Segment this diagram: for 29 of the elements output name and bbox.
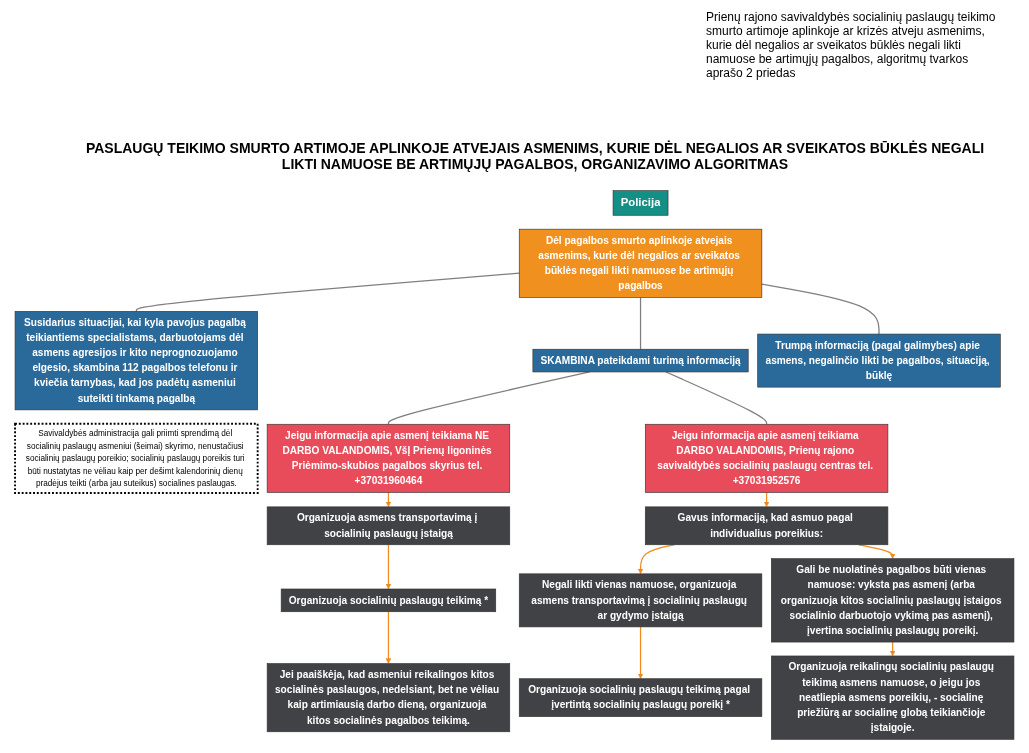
node-box: Dėl pagalbos smurto aplinkoje atvejais asmenims, kurie dėl negalios ar sveikatos būklės negali likti namuose be artimųjų pagalbos	[518, 228, 763, 298]
node-box: Organizuoja asmens transportavimą į socialinių paslaugų įstaigą	[266, 506, 511, 546]
arrow	[637, 626, 644, 679]
connector	[665, 371, 768, 425]
arrow	[637, 544, 675, 575]
node-box: Policija	[612, 190, 669, 216]
node-box: Jeigu informacija apie asmenį teikiama DARBO VALANDOMIS, Prienų rajono savivaldybės socialinių paslaugų centras tel. +37031952576	[644, 423, 889, 493]
arrow	[385, 611, 392, 664]
connector	[761, 283, 880, 335]
node-box: Susidarius situacijai, kai kyla pavojus pagalbą teikiantiems specialistams, darbuotojams dėl asmens agresijos ir kito neprognozuojamo elgesio, skambina 112 pagalbos telefonu ir kviečia tarnybas, kad jos padėtų asmeniui suteikti tinkamą pagalbą	[14, 311, 258, 411]
connector	[135, 272, 520, 312]
arrow	[385, 491, 392, 508]
node-box: Organizuoja socialinių paslaugų teikimą *	[280, 588, 497, 613]
arrow	[763, 491, 770, 508]
node-box: Gali be nuolatinės pagalbos būti vienas namuose: vyksta pas asmenį (arba organizuoja kitos socialinių paslaugų įstaigos socialinio darbuotojo vykimą pas asmenį), įvertina socialinių paslaugų poreikį.	[771, 558, 1015, 643]
node-box: SKAMBINA pateikdami turimą informaciją	[532, 348, 749, 373]
node-box: Organizuoja socialinių paslaugų teikimą pagal įvertintą socialinių paslaugų poreikį *	[518, 678, 763, 717]
node-box: Negali likti vienas namuose, organizuoja asmens transportavimą į socialinių paslaugų ar gydymo įstaigą	[518, 573, 763, 628]
arrow	[385, 544, 392, 590]
node-box: Organizuoja reikalingų socialinių paslaugų teikimą asmens namuose, o jeigu jos neatliepia asmens poreikių, - socialinę priežiūrą ar socialinę globą teikiančioje įstaigoje.	[771, 655, 1015, 740]
annex-note: Prienų rajono savivaldybės socialinių paslaugų teikimo smurto artimoje aplinkoje ar krizės atveju asmenims, kurie dėl negalios ar sveikatos būklės negali likti namuose be artimųjų pagalbos, algoritmų tvarkos aprašo 2 priedas	[706, 10, 997, 80]
arrow	[889, 641, 896, 657]
node-box: Jei paaiškėja, kad asmeniui reikalingos kitos socialinės paslaugos, nedelsiant, bet ne vėliau kaip artimiausią darbo dieną, organizuoja kitos socialinės pagalbos teikimą.	[266, 663, 511, 733]
node-box: Trumpą informaciją (pagal galimybes) apie asmens, negalinčio likti be pagalbos, situaciją, būklę	[757, 333, 1001, 388]
node-box: Jeigu informacija apie asmenį teikiama NE DARBO VALANDOMIS, VšĮ Prienų ligoninės Priėmimo-skubios pagalbos skyrius tel. +37031960464	[266, 423, 511, 493]
node-box: Gavus informaciją, kad asmuo pagal individualius poreikius:	[644, 506, 889, 546]
diagram-title: PASLAUGŲ TEIKIMO SMURTO ARTIMOJE APLINKOJE ATVEJAIS ASMENIMS, KURIE DĖL NEGALIOS AR SVEIKATOS BŪKLĖS NEGALI LIKTI NAMUOSE BE ARTIMŲJŲ PAGALBOS, ORGANIZAVIMO ALGORITMAS	[84, 140, 986, 172]
connector	[639, 296, 642, 350]
node-box: Savivaldybės administracija gali priimti sprendimą dėl socialinių paslaugų asmeniui (šeimai) skyrimo, nenustačiusi socialinių paslaugų poreikio; socialinių paslaugų poreikis turi būti nustatytas ne vėliau kaip per dešimt kalendorinių dienų pradėjus teikti (arba jau suteikus) socialines paslaugas.	[14, 422, 259, 494]
